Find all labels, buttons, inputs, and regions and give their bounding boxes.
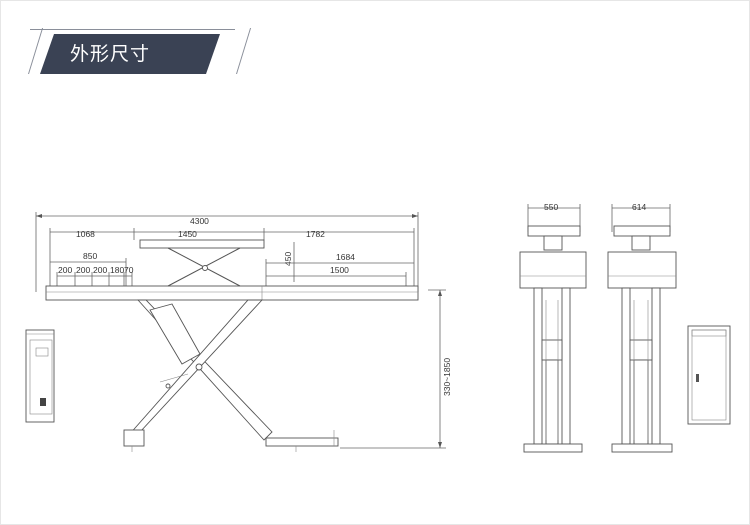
front-view-a bbox=[519, 225, 587, 453]
front-view-b bbox=[607, 225, 677, 453]
dim-front-width-b: 614 bbox=[632, 202, 646, 212]
control-cabinet-left bbox=[25, 329, 55, 423]
section-header: 外形尺寸 bbox=[0, 14, 750, 74]
dim-segment-5: 70 bbox=[124, 265, 134, 275]
dim-left-offset: 1068 bbox=[76, 229, 95, 239]
section-title: 外形尺寸 bbox=[70, 43, 151, 65]
dim-right-inner: 1500 bbox=[330, 265, 349, 275]
header-rule bbox=[30, 29, 235, 30]
header-tab bbox=[40, 34, 220, 74]
control-cabinet-right bbox=[687, 325, 731, 425]
dim-segment-2: 200 bbox=[76, 265, 90, 275]
dim-total-length: 4300 bbox=[190, 216, 209, 226]
dim-segment-1: 200 bbox=[58, 265, 72, 275]
dim-segment-4: 180 bbox=[110, 265, 124, 275]
dim-right-offset: 1782 bbox=[306, 229, 325, 239]
side-view-lift bbox=[45, 239, 419, 452]
dim-left-span: 850 bbox=[83, 251, 97, 261]
dim-right-extension: 1684 bbox=[336, 252, 355, 262]
dim-top-platform: 1450 bbox=[178, 229, 197, 239]
dim-front-width-a: 550 bbox=[544, 202, 558, 212]
dim-height-range: 330~1850 bbox=[442, 358, 452, 396]
dim-platform-thickness: 450 bbox=[283, 252, 293, 266]
dim-segment-3: 200 bbox=[93, 265, 107, 275]
